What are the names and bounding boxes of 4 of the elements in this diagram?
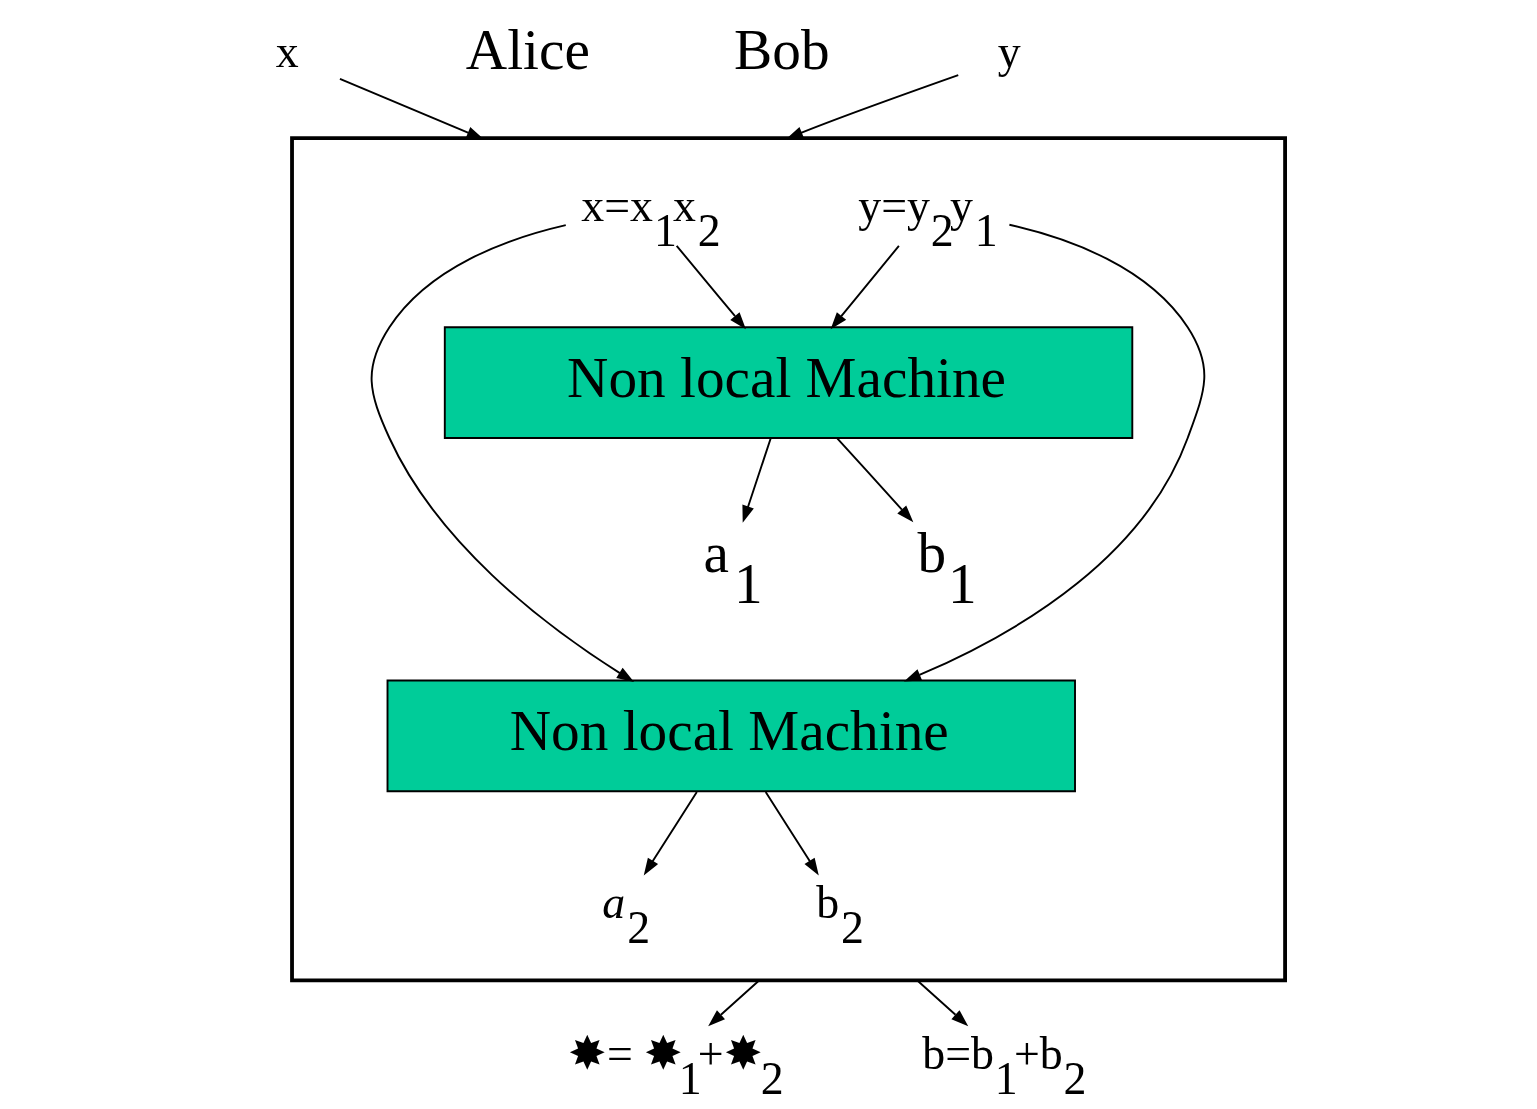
node-text: y	[997, 25, 1021, 77]
label: Bob	[734, 18, 830, 82]
node-text: x	[275, 25, 299, 77]
label: Alice	[465, 18, 590, 82]
